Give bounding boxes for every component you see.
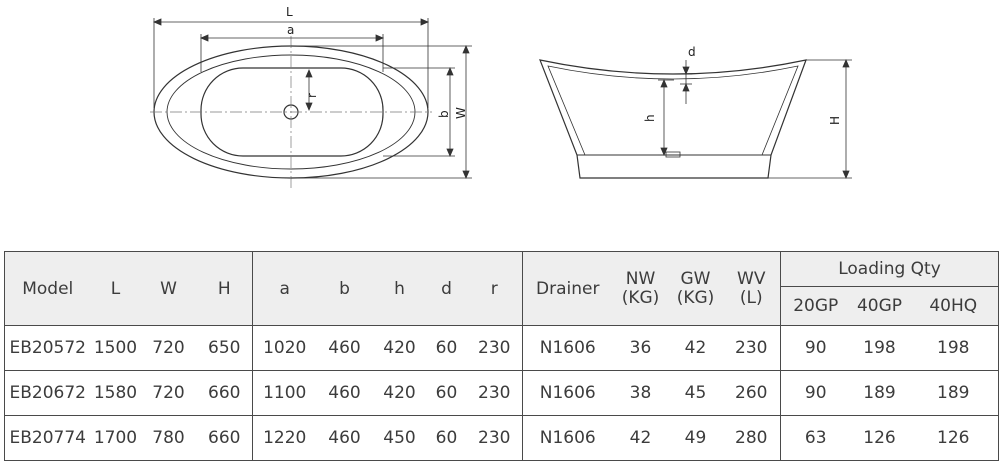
- cell-d: 60: [435, 428, 458, 448]
- cell-r: 230: [478, 338, 511, 358]
- cell-h: 450: [383, 428, 416, 448]
- header-r: r: [466, 251, 523, 326]
- table-row: EB20774 1700 780 660 1220 460 450 60 230…: [4, 415, 999, 461]
- label-W: W: [454, 107, 468, 119]
- technical-drawing: L a r b W d h H: [150, 5, 852, 190]
- cell-20gp: 90: [780, 325, 851, 371]
- cell-a: 1020: [252, 325, 317, 371]
- cell-a: 1220: [252, 415, 317, 461]
- cell-d: 60: [435, 338, 458, 358]
- cell-wv: 230: [735, 338, 768, 358]
- tub-side-profile: [539, 59, 807, 179]
- cell-h: 420: [383, 338, 416, 358]
- header-gw-line1: GW: [680, 268, 711, 289]
- header-b: b: [316, 251, 373, 326]
- label-H: H: [828, 116, 842, 125]
- table-row: EB20572 1500 720 650 1020 460 420 60 230…: [4, 325, 999, 371]
- top-view: L a r b W: [150, 5, 472, 190]
- header-drainer: Drainer: [522, 251, 613, 326]
- label-L: L: [286, 5, 293, 19]
- cell-drainer: N1606: [522, 325, 613, 371]
- cell-W: 720: [152, 383, 185, 403]
- table-row: EB20672 1580 720 660 1100 460 420 60 230…: [4, 370, 999, 416]
- cell-model: EB20672: [9, 383, 86, 403]
- side-view: d h H: [539, 45, 852, 180]
- cell-a: 1100: [252, 370, 317, 416]
- header-model: Model: [4, 251, 91, 326]
- cell-W: 780: [152, 428, 185, 448]
- cell-40gp: 126: [863, 428, 896, 448]
- cell-model: EB20774: [9, 428, 86, 448]
- header-L: L: [90, 251, 141, 326]
- header-H: H: [196, 251, 253, 326]
- label-h: h: [643, 114, 657, 122]
- cell-drainer: N1606: [522, 370, 613, 416]
- header-40gp: 40GP: [850, 286, 909, 326]
- cell-H: 660: [208, 428, 241, 448]
- cell-d: 60: [435, 383, 458, 403]
- cell-b: 460: [328, 338, 361, 358]
- header-40hq: 40HQ: [908, 286, 999, 326]
- label-r: r: [305, 93, 319, 98]
- cell-gw: 49: [684, 428, 707, 448]
- cell-nw: 38: [629, 383, 652, 403]
- cell-wv: 280: [735, 428, 768, 448]
- header-a: a: [252, 251, 317, 326]
- label-d: d: [688, 45, 696, 59]
- cell-r: 230: [478, 428, 511, 448]
- header-wv-line2: (L): [739, 287, 763, 308]
- cell-b: 460: [328, 428, 361, 448]
- header-wv-line1: WV: [737, 268, 766, 289]
- cell-L: 1700: [93, 428, 138, 448]
- header-d: d: [426, 251, 467, 326]
- cell-nw: 42: [629, 428, 652, 448]
- cell-gw: 45: [684, 383, 707, 403]
- cell-20gp: 63: [780, 415, 851, 461]
- cell-40hq: 198: [937, 338, 970, 358]
- header-nw-line2: (KG): [621, 287, 660, 308]
- header-W: W: [140, 251, 197, 326]
- cell-40gp: 198: [863, 338, 896, 358]
- header-20gp: 20GP: [780, 286, 851, 326]
- header-wv: WV (L): [722, 251, 781, 326]
- cell-W: 720: [152, 338, 185, 358]
- cell-H: 660: [208, 383, 241, 403]
- cell-nw: 36: [629, 338, 652, 358]
- cell-model: EB20572: [9, 338, 86, 358]
- cell-gw: 42: [684, 338, 707, 358]
- header-gw: GW (KG): [668, 251, 723, 326]
- label-a: a: [287, 23, 294, 37]
- header-gw-line2: (KG): [676, 287, 715, 308]
- cell-b: 460: [328, 383, 361, 403]
- header-nw-line1: NW: [625, 268, 656, 289]
- cell-L: 1500: [93, 338, 138, 358]
- cell-40hq: 126: [937, 428, 970, 448]
- cell-L: 1580: [93, 383, 138, 403]
- cell-r: 230: [478, 383, 511, 403]
- spec-table: Model L W H a b h d r Drainer NW (KG) GW…: [4, 251, 999, 461]
- cell-h: 420: [383, 383, 416, 403]
- cell-40gp: 189: [863, 383, 896, 403]
- cell-drainer: N1606: [522, 415, 613, 461]
- header-nw: NW (KG): [612, 251, 669, 326]
- header-loading-qty: Loading Qty: [780, 251, 999, 287]
- cell-H: 650: [208, 338, 241, 358]
- cell-40hq: 189: [937, 383, 970, 403]
- header-h: h: [372, 251, 427, 326]
- label-b: b: [437, 110, 451, 118]
- cell-20gp: 90: [780, 370, 851, 416]
- cell-wv: 260: [735, 383, 768, 403]
